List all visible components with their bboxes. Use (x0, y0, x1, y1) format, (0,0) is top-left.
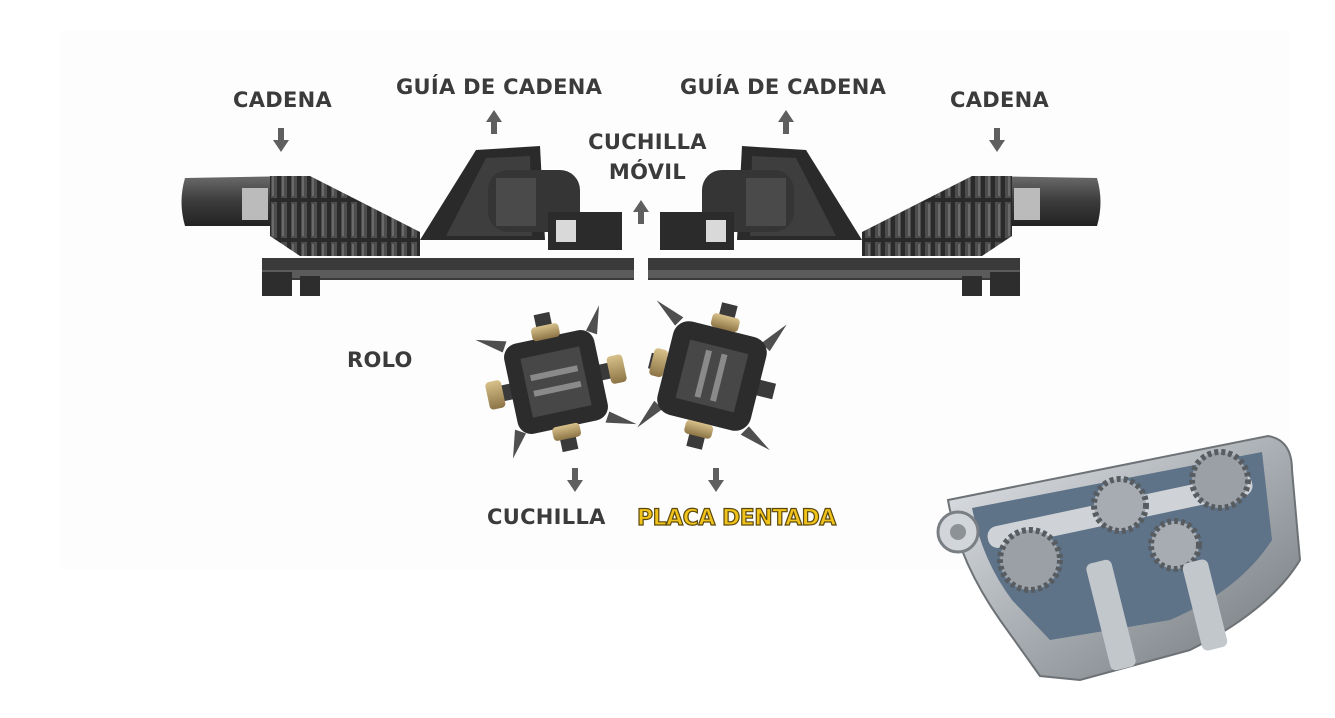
arrows (273, 110, 1005, 492)
gearbox-output-shaft-1 (1086, 559, 1136, 671)
arrow-down-icon (273, 128, 289, 152)
right-roller-core-bar-2 (710, 353, 728, 402)
right-chain (862, 176, 1012, 256)
left-roller-tooth-3 (585, 305, 600, 335)
left-roller-drum-shade (496, 178, 536, 226)
right-roller-tooth-4 (637, 400, 663, 428)
right-base-foot (990, 272, 1020, 296)
left-roller-brass-right (606, 354, 627, 384)
gearbox-gear-4 (1148, 518, 1202, 572)
right-roller-brass-top (710, 313, 740, 332)
left-roller-core-bar-2 (533, 380, 582, 397)
right-roller-tooth-1 (656, 300, 684, 326)
left-blade-box-inner (556, 220, 576, 242)
right-roller-core-inner (675, 339, 749, 413)
label-guia-cadena-right: GUÍA DE CADENA (680, 75, 887, 99)
left-roller-brass-left (485, 380, 506, 410)
gearbox-gear-1 (997, 527, 1063, 593)
label-cadena-right: CADENA (950, 88, 1050, 112)
label-cuchilla-movil-line2: MÓVIL (608, 160, 687, 184)
left-roller-brass-top (530, 323, 560, 342)
gearbox-gear-3 (1189, 449, 1251, 511)
label-cuchilla-movil-line1: CUCHILLA (588, 130, 707, 154)
right-roller-core-bar-1 (694, 349, 712, 398)
left-chain (270, 176, 420, 256)
right-chain-end-highlight (1014, 188, 1040, 220)
arrow-down-icon (989, 128, 1005, 152)
gearbox-image (936, 434, 1302, 682)
left-roller (475, 305, 637, 459)
right-roller (637, 300, 787, 451)
right-chain-assembly (648, 146, 1101, 296)
right-roller-brass-bottom (684, 420, 714, 439)
left-roller-tooth-1 (475, 339, 507, 353)
arrow-down-icon (567, 468, 583, 492)
left-base-foot-2 (300, 276, 320, 296)
right-base-foot-2 (962, 276, 982, 296)
right-base-plate-edge (648, 270, 1020, 278)
label-placa-dentada: PLACA DENTADA (636, 505, 837, 531)
gearbox-output-shaft-2 (1182, 559, 1228, 651)
right-blade-box-inner (706, 220, 726, 242)
left-roller-brass-bottom (552, 422, 582, 441)
arrow-up-icon (778, 110, 794, 134)
label-rolo: ROLO (347, 348, 413, 372)
gearbox-gear-2 (1091, 476, 1149, 534)
left-roller-tooth-2 (605, 411, 637, 425)
label-guia-cadena-left: GUÍA DE CADENA (396, 75, 603, 99)
arrow-up-icon (486, 110, 502, 134)
right-roller-tooth-3 (761, 324, 787, 352)
left-base-foot (262, 272, 292, 296)
label-cuchilla-movil: CUCHILLA MÓVIL (575, 127, 720, 187)
left-roller-core-inner (520, 346, 592, 418)
arrow-down-icon (708, 468, 724, 492)
label-cadena-left: CADENA (233, 88, 333, 112)
left-chain-end-highlight (242, 188, 268, 220)
right-roller-brass-left (649, 348, 668, 378)
right-roller-drum-shade (746, 178, 786, 226)
left-base-plate-edge (262, 270, 634, 278)
left-roller-core-bar-1 (530, 365, 579, 382)
left-chain-assembly (181, 146, 634, 296)
label-cuchilla: CUCHILLA (487, 505, 606, 529)
arrow-up-icon (633, 200, 649, 224)
right-roller-tooth-2 (740, 426, 770, 451)
left-roller-tooth-4 (512, 429, 527, 459)
gearbox-input-shaft-end (950, 524, 966, 540)
